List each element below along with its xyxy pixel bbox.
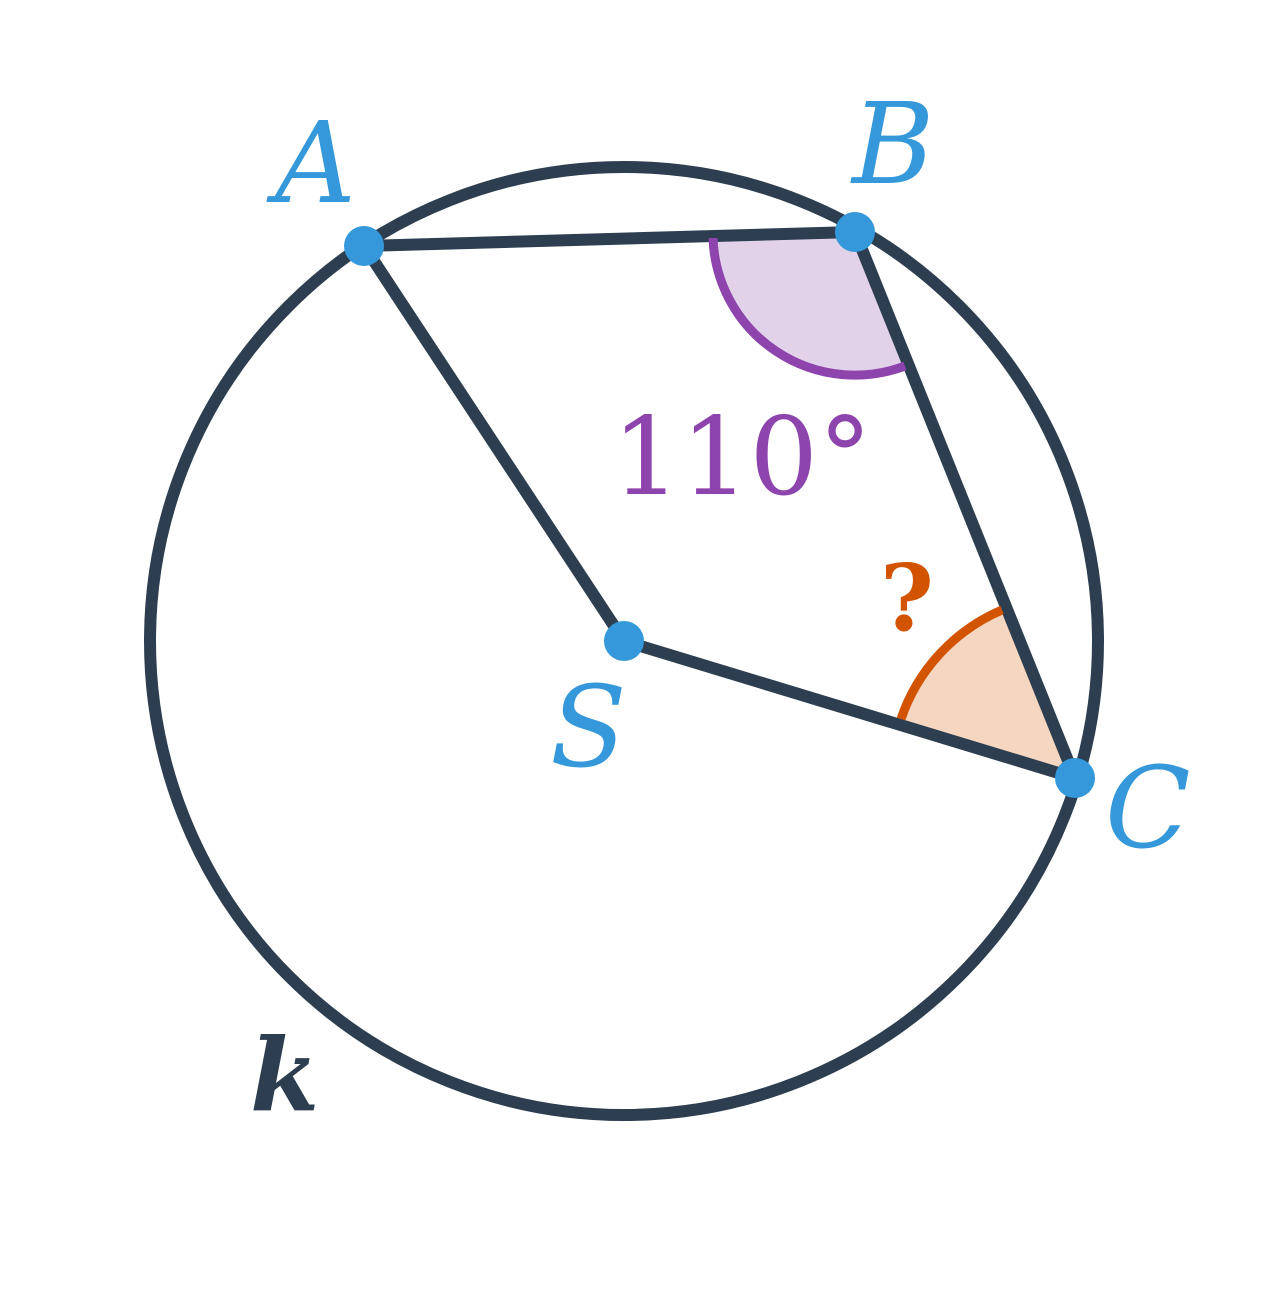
point-s: [604, 621, 644, 661]
label-c: C: [1105, 744, 1191, 874]
angle-c-arc: [896, 605, 1004, 721]
segment-ab: [358, 226, 861, 252]
angle-b-sector: [713, 232, 905, 376]
point-b: [835, 212, 875, 252]
label-b: B: [850, 80, 934, 210]
point-c: [1055, 758, 1095, 798]
segment-sc: [618, 635, 1081, 784]
label-a: A: [266, 99, 356, 229]
segment-bc: [849, 226, 1081, 784]
circle-k: [144, 161, 1104, 1121]
label-circle-k: k: [250, 1016, 319, 1134]
point-a: [344, 226, 384, 266]
angle-b-arc: [708, 237, 907, 380]
label-unknown-angle: ?: [880, 544, 934, 652]
label-known-angle: 110°: [612, 395, 872, 520]
segment-as: [358, 240, 630, 647]
label-s: S: [550, 663, 627, 793]
